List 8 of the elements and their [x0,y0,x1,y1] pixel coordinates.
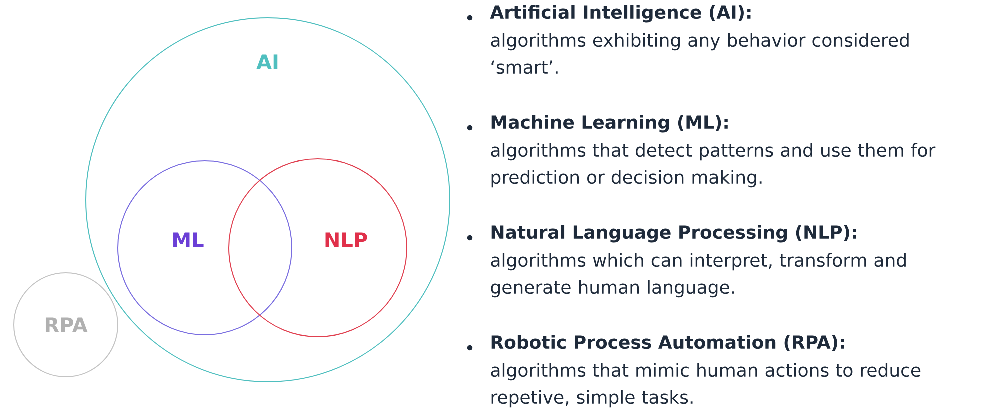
term-definition: algorithms that detect patterns and use them for prediction or decision making. [491,143,936,188]
term-heading: Natural Language Processing (NLP): [492,225,856,243]
term-heading: Artificial Intelligence (AI): [490,5,751,23]
term-definition: algorithms that mimic human actions to reduce repetive, simple tasks. [491,363,921,408]
term-definition: algorithms exhibiting any behavior considered ‘smart’. [491,33,909,74]
term-definition: algorithms which can interpret, transform and generate human language. [491,253,906,298]
term-heading: Robotic Process Automation (RPA): [492,335,844,352]
term-heading: Machine Learning (ML): [492,115,728,133]
